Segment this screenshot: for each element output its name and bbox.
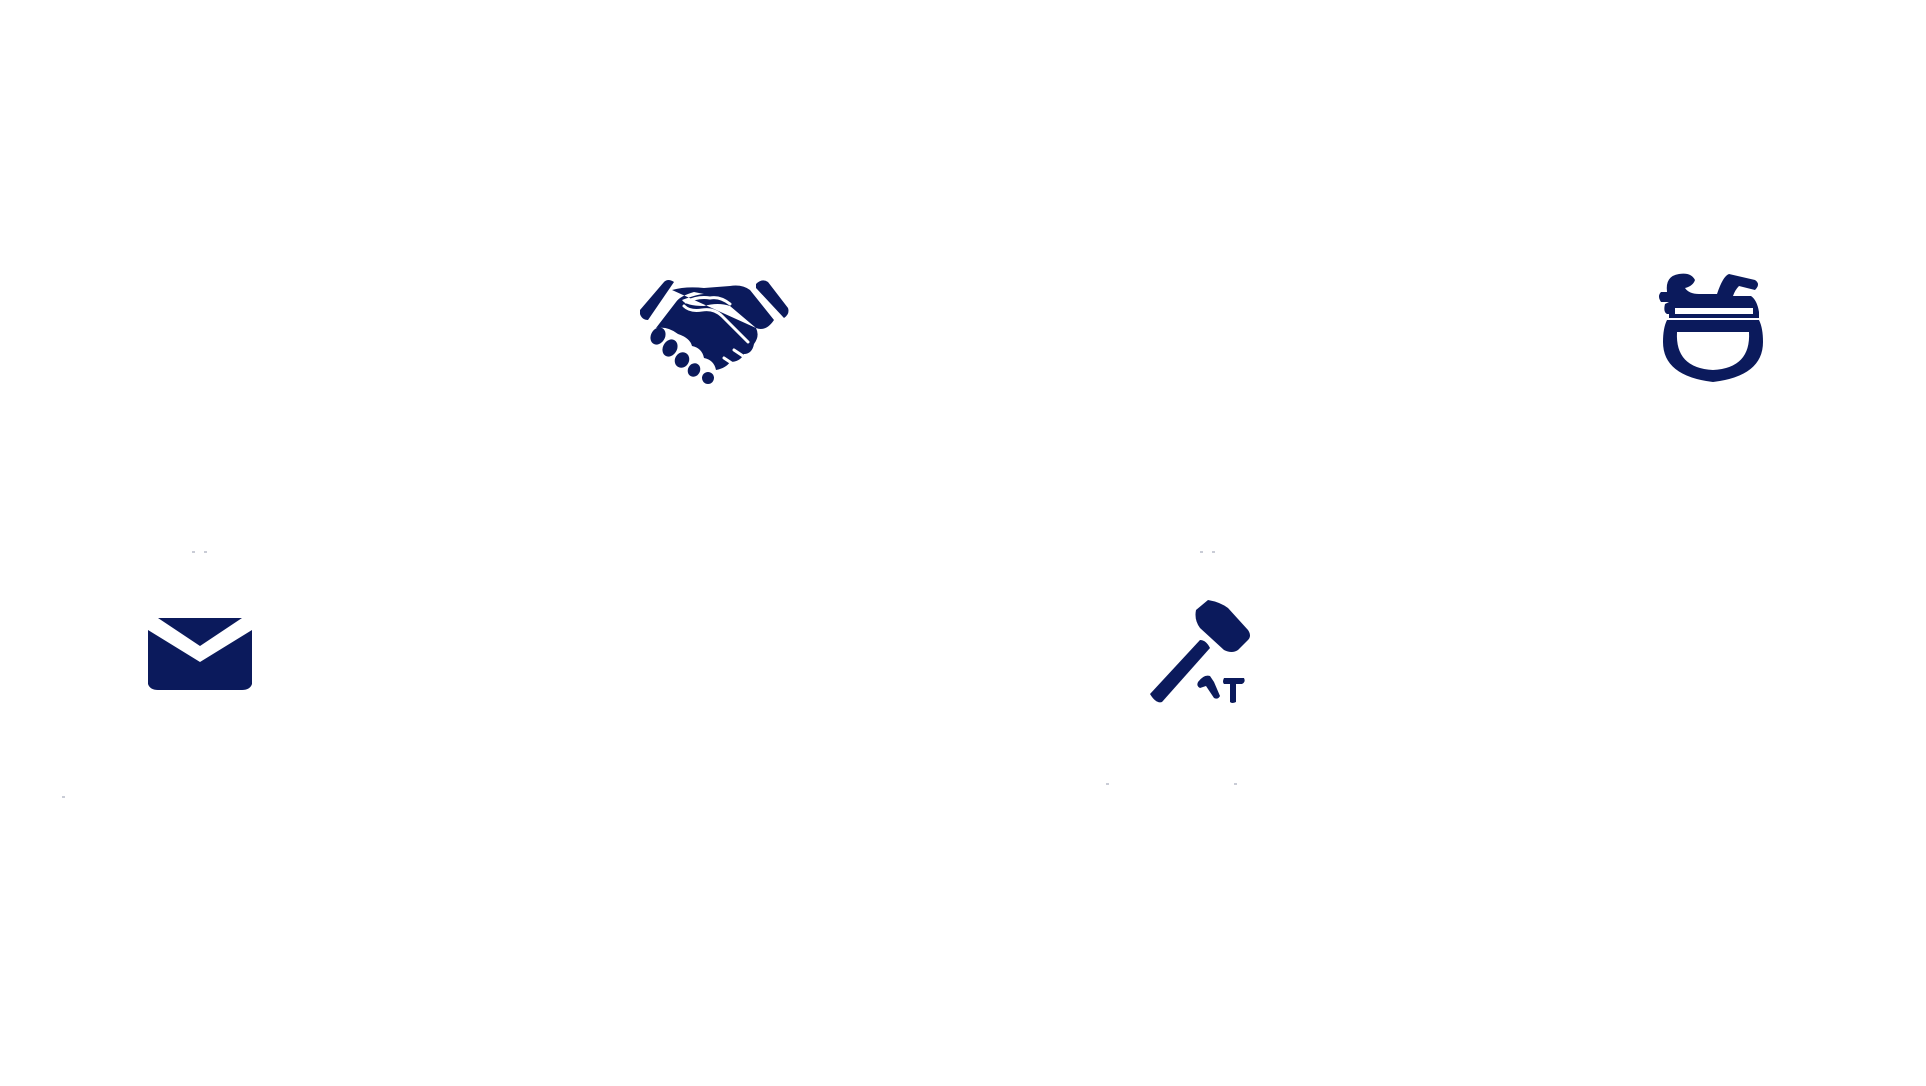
speck (1106, 783, 1109, 785)
speck (1234, 783, 1237, 785)
speck (192, 551, 195, 553)
bowl-with-lid-icon (1655, 272, 1771, 384)
speck (1212, 551, 1215, 553)
speck (1200, 551, 1203, 553)
speck (62, 796, 65, 798)
hammer-and-nails-icon (1148, 600, 1258, 708)
envelope-icon (146, 616, 254, 692)
handshake-icon (638, 276, 790, 386)
speck (204, 551, 207, 553)
